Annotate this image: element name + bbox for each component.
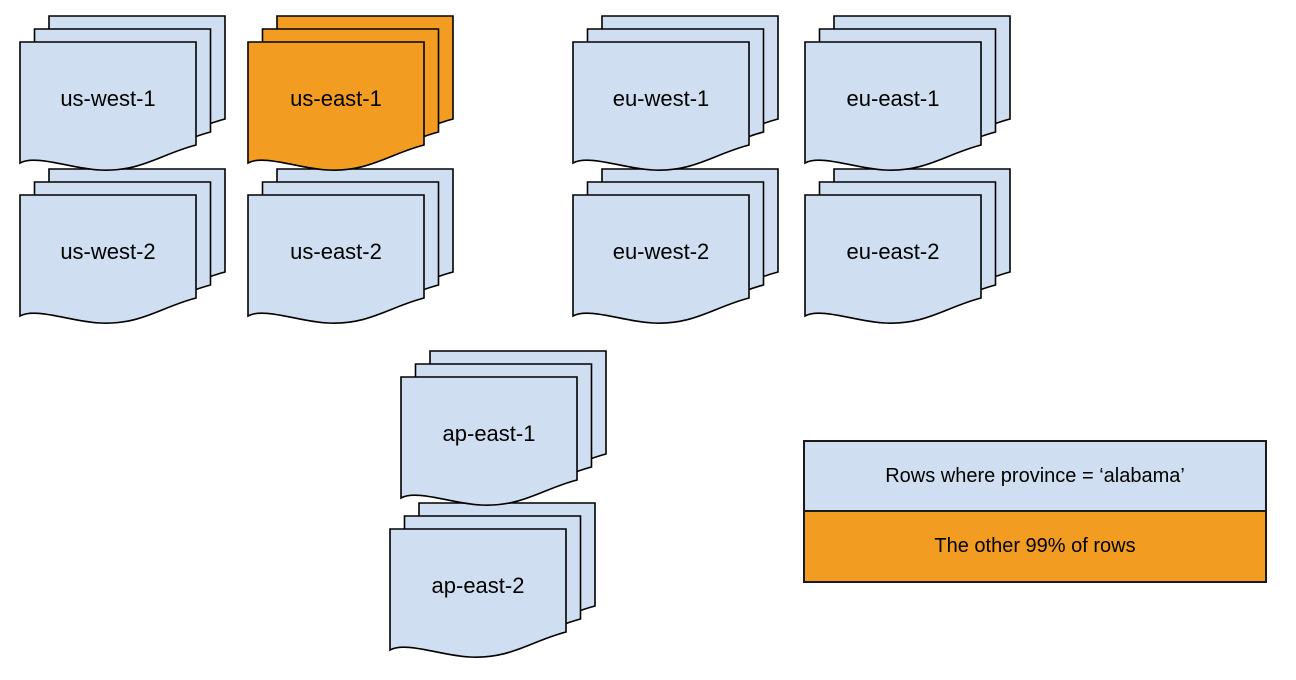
region-label: eu-east-2 [847, 239, 940, 264]
legend-item-other-rows: The other 99% of rows [805, 512, 1265, 581]
region-label: us-west-2 [60, 239, 155, 264]
region-stack-ap-east-2: ap-east-2 [389, 502, 596, 658]
region-label: eu-west-1 [613, 86, 710, 111]
region-label: us-west-1 [60, 86, 155, 111]
region-stack-us-east-2: us-east-2 [247, 168, 454, 324]
region-label: us-east-2 [290, 239, 382, 264]
region-stack-eu-west-2: eu-west-2 [572, 168, 779, 324]
region-label: ap-east-2 [432, 573, 525, 598]
region-label: us-east-1 [290, 86, 382, 111]
region-stack-us-east-1: us-east-1 [247, 15, 454, 171]
region-stack-us-west-1: us-west-1 [19, 15, 226, 171]
legend-item-alabama-rows: Rows where province = ‘alabama’ [805, 442, 1265, 512]
legend: Rows where province = ‘alabama’ The othe… [803, 440, 1267, 583]
region-stack-ap-east-1: ap-east-1 [400, 350, 607, 506]
region-stack-eu-west-1: eu-west-1 [572, 15, 779, 171]
region-stack-us-west-2: us-west-2 [19, 168, 226, 324]
legend-item-label: The other 99% of rows [934, 535, 1136, 557]
legend-item-label: Rows where province = ‘alabama’ [885, 464, 1185, 487]
region-label: eu-west-2 [613, 239, 710, 264]
region-stack-eu-east-2: eu-east-2 [804, 168, 1011, 324]
region-stack-eu-east-1: eu-east-1 [804, 15, 1011, 171]
region-label: ap-east-1 [443, 421, 536, 446]
region-label: eu-east-1 [847, 86, 940, 111]
